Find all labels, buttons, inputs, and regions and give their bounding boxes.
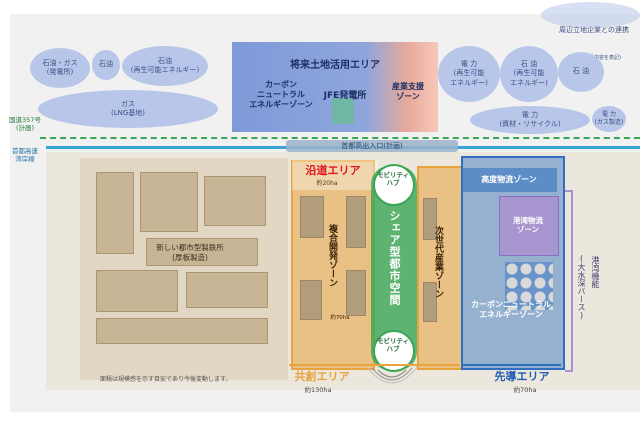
mobility-hub-top-circle — [373, 164, 415, 206]
mobility-hub-top-label: モビリティ ハブ — [376, 171, 410, 187]
mixed-building — [346, 270, 366, 316]
next-gen-building — [423, 282, 437, 322]
advanced-logistics-zone — [463, 168, 557, 192]
oval-label: 石油 (再生可能エネルギー) — [130, 56, 200, 74]
leading-area-size: 約70ha — [513, 386, 537, 394]
oval-label: ガス (LNG基地) — [110, 99, 146, 117]
jfe-power-plant-block — [332, 98, 354, 124]
energy-tank-field — [505, 262, 553, 310]
oval-label: 電 力 (資材・リサイクル) — [499, 110, 561, 128]
oval-power-recycle: 電 力 (資材・リサイクル) — [470, 106, 590, 134]
mobility-hub-bottom-label: モビリティ ハブ — [376, 337, 410, 353]
industry-support-zone-label: 産業支援 ゾーン — [392, 82, 424, 102]
oval-label: 石油 — [99, 60, 113, 69]
mixed-building — [300, 280, 322, 320]
oval-oil-2: 石 油 — [558, 52, 604, 92]
steel-building — [146, 238, 258, 266]
expressway-label: 首都高速 湾岸線 — [12, 147, 38, 163]
mixed-building — [346, 196, 366, 248]
steel-building — [204, 176, 266, 226]
deep-berth-label: (大水深バース) — [577, 254, 586, 320]
oval-label: 電 力 (再生可能 エネルギー) — [450, 59, 488, 87]
cocreation-bracket — [289, 364, 459, 366]
steel-building — [96, 270, 178, 312]
oval-oil-renewable-2: 石 油 (再生可能 エネルギー) — [500, 46, 558, 102]
steel-building — [96, 172, 134, 254]
leading-bracket — [461, 364, 561, 366]
expressway-exit-bar — [286, 140, 458, 152]
partner-companies-title: 周辺立地企業との連携 — [559, 26, 629, 34]
port-function-label: 港湾機能 — [591, 256, 600, 288]
oval-label: 石 油 — [572, 67, 590, 76]
roadside-area-size: 約20ha — [316, 180, 338, 187]
route357-line — [40, 137, 640, 139]
partner-note-outline — [541, 2, 640, 28]
next-gen-industry-label: 次世代産業ゾーン — [433, 226, 443, 298]
mixed-development-zone — [291, 160, 375, 370]
future-area-title: 将来土地活用エリア — [290, 60, 380, 71]
oval-label: 石 油 (再生可能 エネルギー) — [510, 59, 548, 87]
footnote: 面積は規模感を示す目安であり今後変動します。 — [100, 376, 232, 383]
cocreation-area-size: 約130ha — [304, 386, 332, 394]
oval-label: 石油・ガス (発電所) — [42, 58, 78, 76]
expressway-exit-label: 首都高出入口(計画) — [341, 142, 403, 150]
carbon-neutral-zone-label: カーボン ニュートラル エネルギーゾーン — [249, 80, 313, 109]
mixed-area-size: 約70ha — [330, 315, 350, 321]
steel-building — [186, 272, 268, 308]
oval-oil-1: 石油 — [92, 50, 120, 80]
oval-label: 電 力 (ガス製造) — [594, 110, 624, 126]
mixed-development-zone-label: 複合開発ゾーン — [327, 224, 337, 287]
jfe-power-plant-label: JFE発電所 — [323, 91, 367, 101]
steel-building — [140, 172, 198, 232]
port-function-bracket — [565, 190, 573, 372]
next-gen-building — [423, 198, 437, 240]
steel-building — [96, 318, 268, 344]
route357-label: 国道357号 (計画) — [9, 116, 41, 132]
signal-waves-icon — [365, 365, 419, 384]
oval-gas-lng: ガス (LNG基地) — [38, 90, 218, 128]
leading-area-title: 先導エリア — [494, 370, 550, 383]
cocreation-area-title: 共創エリア — [294, 370, 350, 383]
port-logistics-zone — [499, 196, 559, 256]
oval-oil-gas-plant: 石油・ガス (発電所) — [30, 48, 90, 88]
oval-power-gas: 電 力 (ガス製造) — [592, 106, 626, 132]
roadside-area-title: 沿道エリア — [305, 164, 361, 177]
carbon-neutral-energy-label: カーボンニュートラル エネルギーゾーン — [471, 300, 551, 320]
roadside-area-box — [292, 160, 378, 190]
shared-urban-space-label: シェア型都市空間 — [388, 210, 401, 306]
steel-plant-label: 新しい都市型製鉄所 (厚板製造) — [156, 243, 224, 263]
advanced-logistics-label: 高度物流ゾーン — [481, 175, 537, 184]
oval-oil-renewable: 石油 (再生可能エネルギー) — [122, 46, 208, 86]
mixed-building — [300, 196, 324, 238]
port-logistics-label: 港湾物流 ゾーン — [513, 216, 543, 235]
oval-power-renewable: 電 力 (再生可能 エネルギー) — [438, 46, 500, 102]
